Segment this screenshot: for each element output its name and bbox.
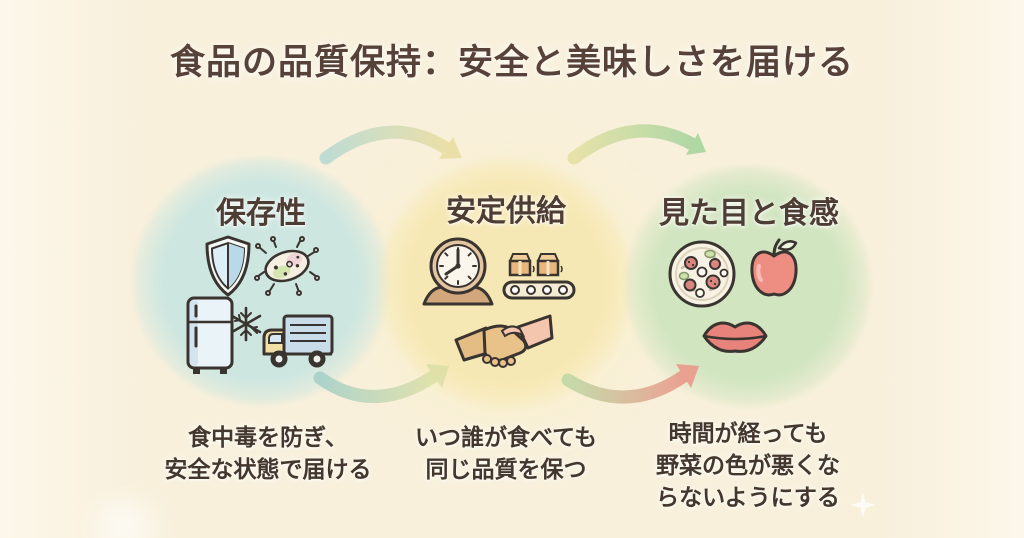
caption-line: 野菜の色が悪くな <box>656 453 840 479</box>
caption-line: いつ誰が食べても <box>415 425 597 451</box>
conveyor-boxes-icon <box>502 253 576 300</box>
refrigerator-icon <box>186 296 262 374</box>
mantel-clock-icon <box>422 237 494 306</box>
preservability-circle <box>133 158 389 404</box>
lips-icon <box>702 321 768 353</box>
delivery-truck-icon <box>262 314 334 368</box>
section-label-preservability: 保存性 <box>216 196 306 231</box>
caption-line: 同じ品質を保つ <box>425 457 587 483</box>
corner-highlight <box>70 492 180 538</box>
arrow-bottom-right <box>561 364 699 404</box>
arrow-top-left <box>319 125 462 165</box>
section-label-appearance: 見た目と食感 <box>659 196 839 231</box>
caption-stable-supply: いつ誰が食べても 同じ品質を保つ <box>356 422 656 486</box>
arrow-top-right <box>567 124 706 165</box>
page-title: 食品の品質保持：安全と美味しさを届ける <box>169 43 854 83</box>
bacteria-icon <box>254 236 320 296</box>
caption-preservability: 食中毒を防ぎ、 安全な状態で届ける <box>118 422 418 486</box>
salad-plate-icon <box>668 240 736 308</box>
caption-line: らないようにする <box>656 485 840 511</box>
handshake-icon <box>454 314 554 368</box>
section-label-stable-supply: 安定供給 <box>446 194 566 229</box>
apple-icon <box>750 238 798 297</box>
caption-line: 安全な状態で届ける <box>164 457 372 483</box>
appearance-circle <box>626 166 870 406</box>
shield-icon <box>205 235 251 297</box>
caption-line: 食中毒を防ぎ、 <box>188 425 348 451</box>
snowflake-icon <box>230 306 262 342</box>
caption-appearance: 時間が経っても 野菜の色が悪くな らないようにする <box>598 418 898 514</box>
caption-line: 時間が経っても <box>668 421 828 447</box>
arrow-bottom-left <box>313 364 449 403</box>
